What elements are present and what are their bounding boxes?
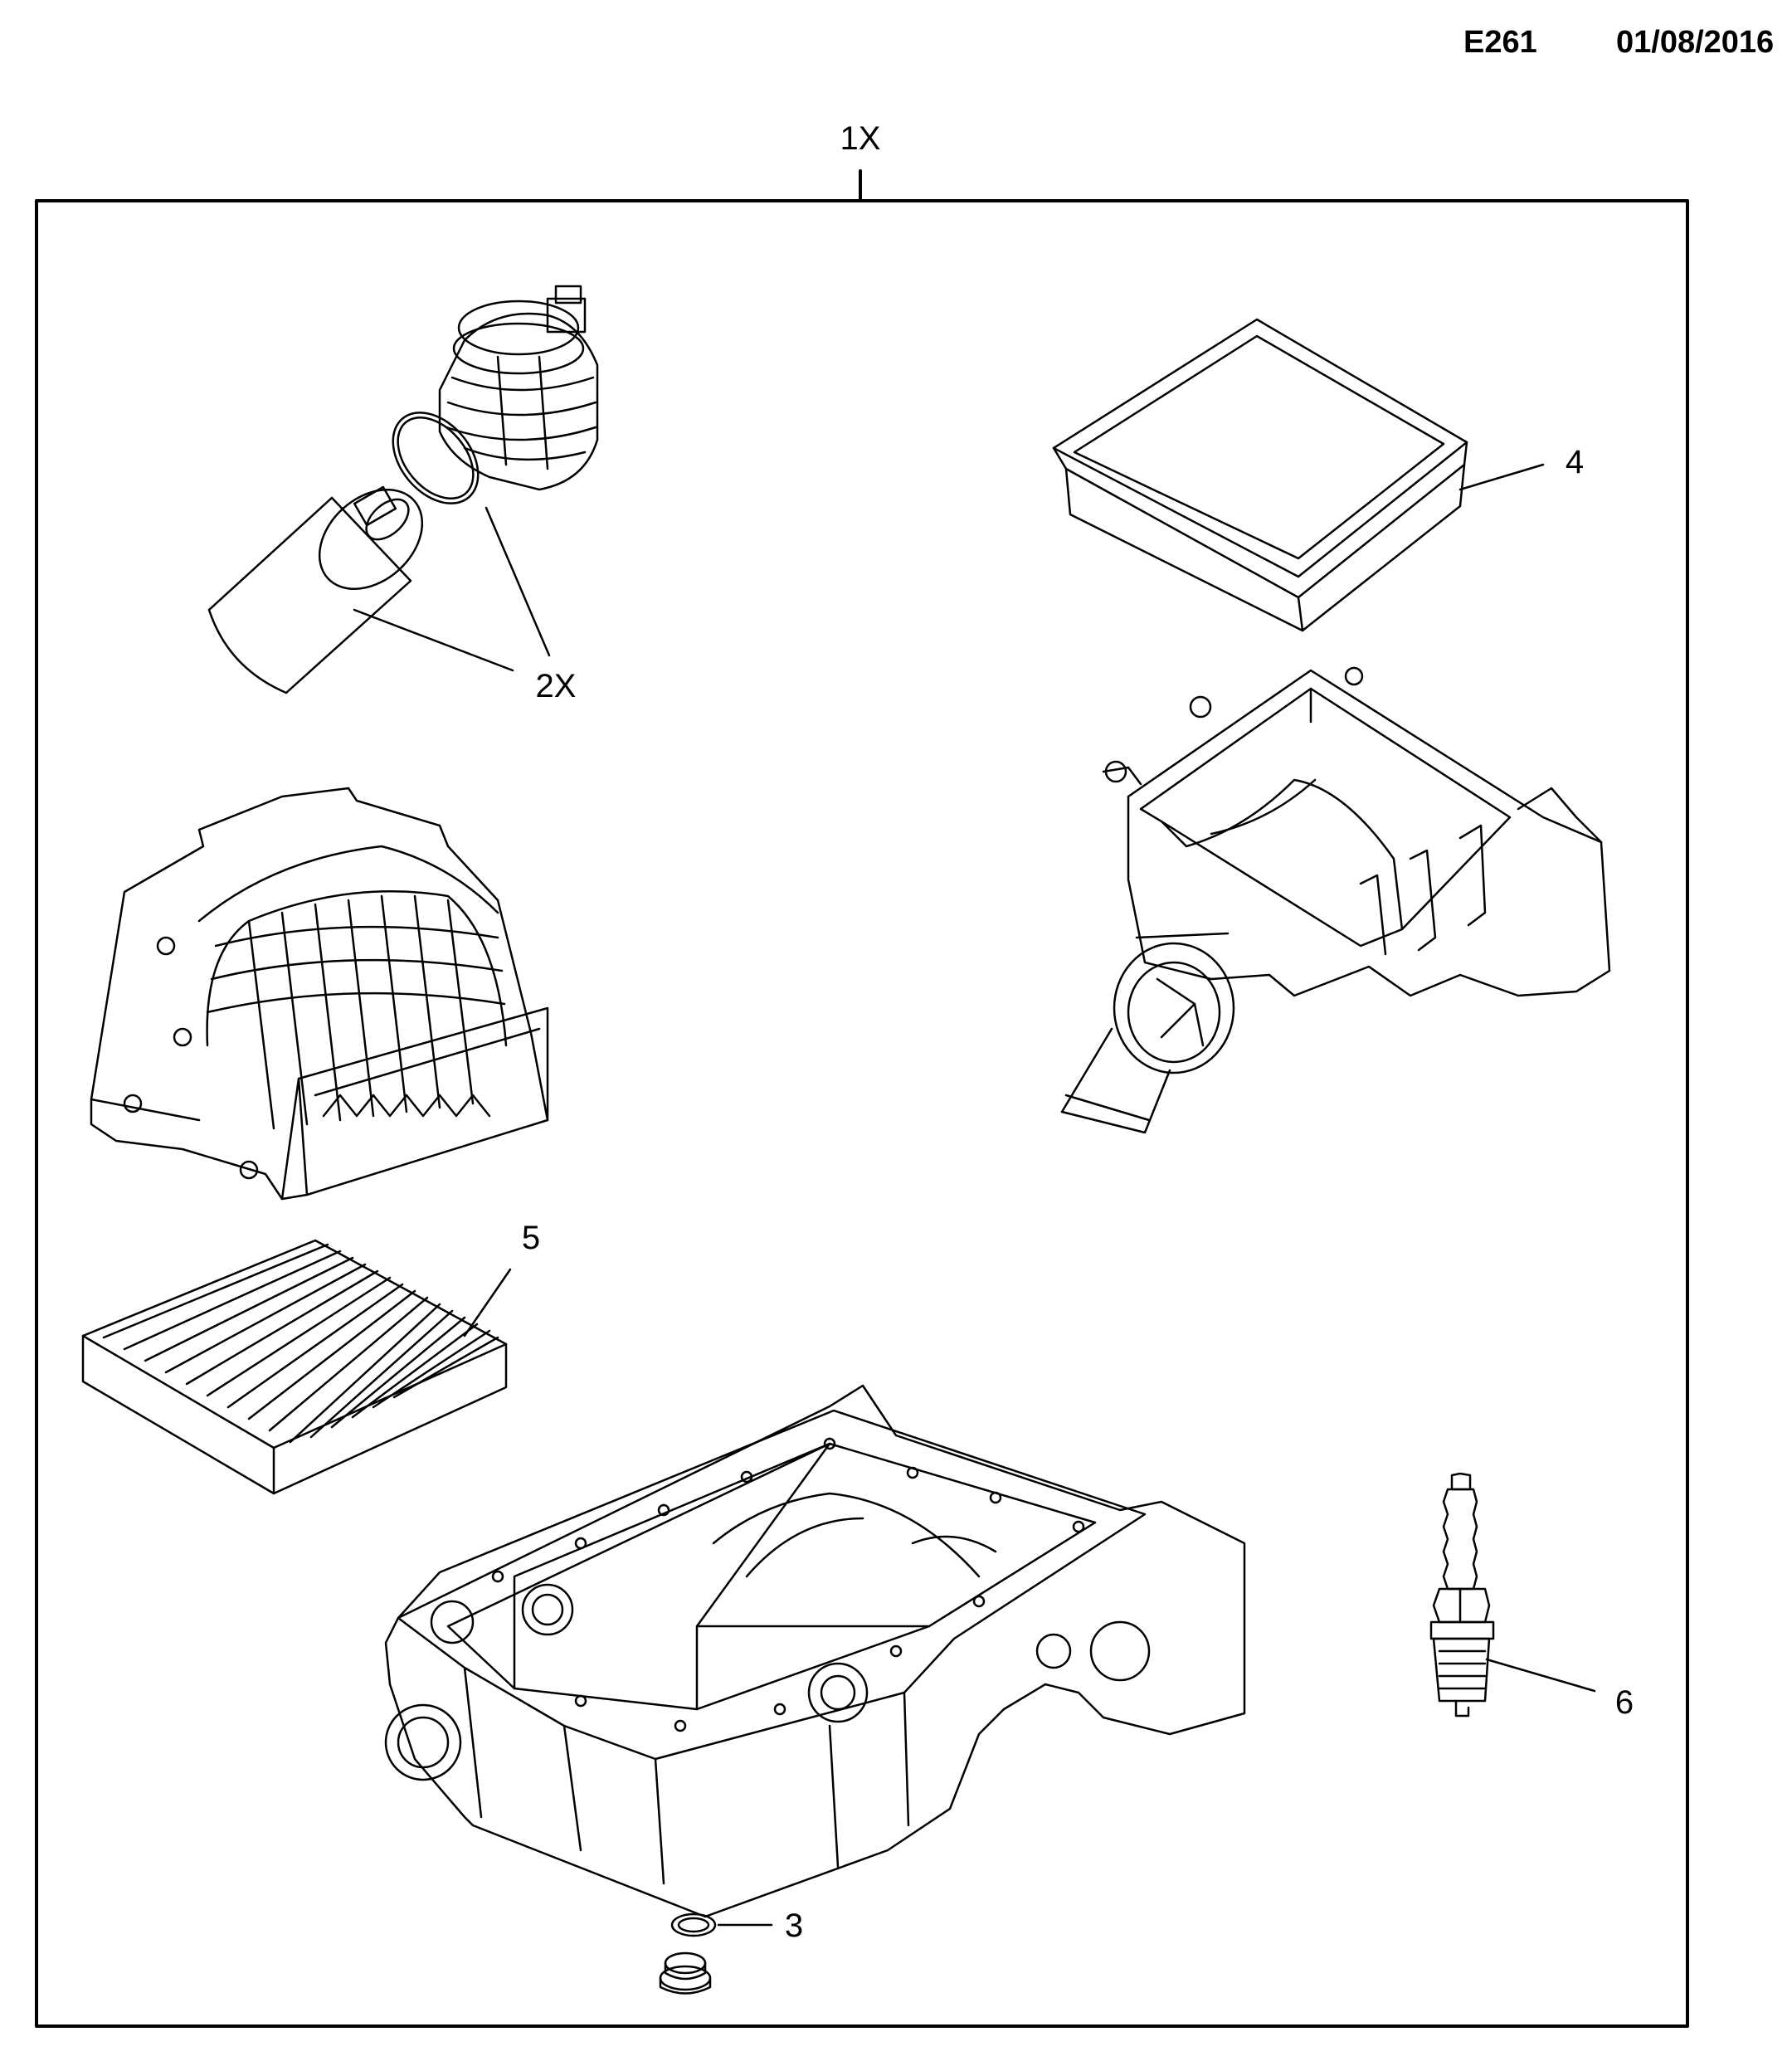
callout-5[interactable]: 5: [522, 1220, 540, 1256]
oil-filter-cap: [438, 285, 599, 491]
callout-3[interactable]: 3: [785, 1908, 803, 1944]
diagram-date: 01/08/2016: [1616, 25, 1775, 60]
callout-4[interactable]: 4: [1566, 444, 1584, 480]
leader-5: [463, 1268, 512, 1337]
oil-pan: [384, 1384, 1246, 1918]
leader-2x-a: [353, 608, 514, 672]
kit-frame: [35, 199, 1689, 2028]
leader-4: [1458, 463, 1545, 491]
spark-plug: [1429, 1472, 1495, 1718]
leader-2x-b: [485, 506, 551, 657]
drain-plug: [659, 1951, 712, 1995]
air-filter: [1052, 318, 1468, 632]
cabin-filter: [81, 1239, 508, 1495]
diagram-code: E261: [1463, 25, 1537, 60]
oil-filter-element: [207, 485, 424, 694]
oil-filter-o-ring: [392, 412, 480, 504]
callout-2x[interactable]: 2X: [536, 668, 577, 704]
drain-plug-seal: [670, 1912, 717, 1937]
leader-6: [1485, 1658, 1596, 1693]
callout-6[interactable]: 6: [1615, 1684, 1634, 1721]
callout-1x[interactable]: 1X: [840, 120, 881, 157]
heater-housing: [90, 787, 549, 1201]
air-filter-housing: [1060, 666, 1611, 1134]
